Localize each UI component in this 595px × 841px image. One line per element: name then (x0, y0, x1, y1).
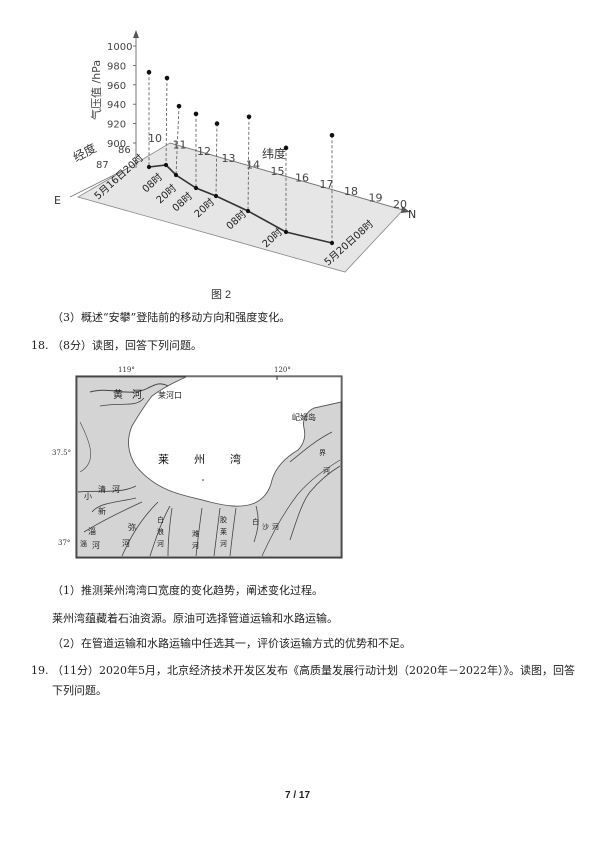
svg-text:河: 河 (132, 389, 142, 401)
svg-text:河: 河 (323, 467, 330, 475)
lon-tick-label: 86 (118, 145, 131, 156)
svg-text:沙: 沙 (262, 523, 269, 531)
bay-label-2: 州 (194, 453, 205, 466)
track-point (173, 172, 179, 178)
svg-text:清: 清 (98, 484, 106, 494)
pressure-tick-label: 940 (107, 100, 126, 111)
svg-text:界: 界 (319, 449, 326, 457)
track-point (163, 162, 169, 168)
svg-text:浪: 浪 (157, 527, 164, 536)
pressure-tick-label: 900 (107, 139, 126, 150)
lon-tick-label: 87 (96, 160, 109, 171)
laizhou-bay-map: 119° 120° 37.5° 37° 黄 河 莱河口 屺姆岛 莱 州 湾 界 … (52, 366, 343, 559)
pressure-point (164, 75, 170, 81)
svg-text:河: 河 (122, 538, 130, 548)
pressure-tick-label: 920 (107, 120, 126, 131)
n-label: N (408, 208, 416, 221)
e-label: E (54, 194, 61, 207)
lat-tick-label: 19 (369, 191, 383, 204)
typhoon-track-line (148, 164, 333, 244)
svg-text:小: 小 (84, 492, 92, 501)
svg-text:潍: 潍 (192, 529, 199, 538)
lat-tick-label: 15 (271, 165, 285, 178)
pressure-point (246, 114, 252, 120)
svg-text:白: 白 (157, 515, 164, 524)
track-point (245, 208, 251, 214)
lon-120-label: 120° (274, 366, 291, 374)
svg-text:河: 河 (112, 484, 120, 494)
lat-tick-label: 10 (148, 132, 162, 145)
pressure-drop-line (247, 116, 250, 212)
lon-axis-line (69, 167, 129, 198)
lat-tick-label: 18 (344, 185, 358, 198)
svg-text:白: 白 (252, 517, 259, 526)
yellow-river-line (89, 383, 169, 393)
track-point (213, 193, 219, 199)
pressure-point (176, 103, 182, 109)
bay-label-3: 湾 (230, 452, 241, 466)
q18-part1-text: （1）推测莱州湾湾口宽度的变化趋势，阐述变化过程。 (52, 584, 323, 597)
lat-tick-label: 11 (173, 139, 187, 152)
lat-axis-line (169, 142, 411, 213)
lat-tick-label: 13 (222, 152, 236, 165)
svg-text:河: 河 (272, 523, 279, 531)
svg-text:胶: 胶 (220, 515, 227, 524)
lon-axis-label: 经度 (70, 140, 98, 165)
svg-text:淄: 淄 (88, 526, 96, 536)
lat-tick-label: 12 (197, 145, 211, 158)
typhoon-track-figure: 1000 980 960 940 920 900 气压值 /hPa 经度 E 纬度 N 8… (54, 30, 416, 273)
lat-37-label: 37° (58, 539, 70, 547)
pressure-drop-line (175, 106, 180, 176)
lat-tick-label: 14 (246, 158, 260, 171)
track-point (329, 240, 335, 246)
svg-text:河: 河 (220, 540, 227, 548)
svg-text:河: 河 (192, 542, 199, 550)
estuary-label: 莱河口 (158, 390, 182, 400)
q17-part3-text: （3）概述“安攀”登陆前的移动方向和强度变化。 (52, 311, 291, 324)
svg-text:河: 河 (157, 540, 164, 548)
lat-axis-arrow (401, 206, 410, 213)
lat-axis-label: 纬度 (262, 146, 286, 161)
pressure-axis-label: 气压值 /hPa (89, 60, 103, 120)
track-point (146, 164, 152, 170)
bay-label-1: 莱 (158, 453, 169, 466)
lat-tick-label: 16 (295, 172, 309, 185)
xiaoqing-river-line (77, 485, 137, 493)
island-label: 屺姆岛 (292, 412, 316, 422)
q18-part2-text: （2）在管道运输和水路运输中任选其一，评价该运输方式的优势和不足。 (52, 637, 411, 650)
pressure-tick-label: 960 (107, 81, 126, 92)
pressure-point (329, 132, 335, 138)
lon-119-label: 119° (118, 366, 135, 374)
land-area (76, 376, 342, 558)
track-point (283, 229, 289, 235)
q19-line1: 19. （11分）2020年5月，北京经济技术开发区发布《高质量发展行动计划（2… (31, 664, 575, 677)
svg-text:新: 新 (98, 506, 106, 516)
pressure-axis-arrow (133, 30, 139, 38)
q19-line2: 下列问题。 (52, 684, 107, 697)
lat-tick-label: 17 (320, 178, 334, 191)
lat-37-5-label: 37.5° (52, 449, 71, 457)
svg-text:黄: 黄 (113, 388, 123, 401)
figure-2-caption: 图 2 (211, 289, 232, 301)
track-point (193, 185, 199, 191)
pressure-drop-line (165, 78, 168, 166)
pressure-point (193, 111, 199, 117)
pressure-point (214, 121, 220, 126)
svg-text:河: 河 (92, 540, 100, 550)
svg-text:淄: 淄 (80, 539, 87, 548)
pressure-tick-label: 1000 (107, 42, 132, 53)
svg-text:弥: 弥 (128, 522, 136, 532)
pressure-drop-line (215, 123, 218, 197)
pressure-point (146, 69, 152, 75)
jie-river-line (289, 431, 333, 463)
q18-header: 18. （8分）读图，回答下列问题。 (31, 339, 202, 352)
pressure-point (283, 145, 289, 151)
pressure-tick-label: 980 (107, 61, 126, 72)
lat-tick-label: 20 (393, 198, 407, 211)
svg-text:莱: 莱 (220, 527, 227, 536)
page-number: 7 / 17 (284, 790, 311, 801)
q18-context-text: 莱州湾蕴藏着石油资源。原油可选择管道运输和水路运输。 (52, 612, 338, 625)
